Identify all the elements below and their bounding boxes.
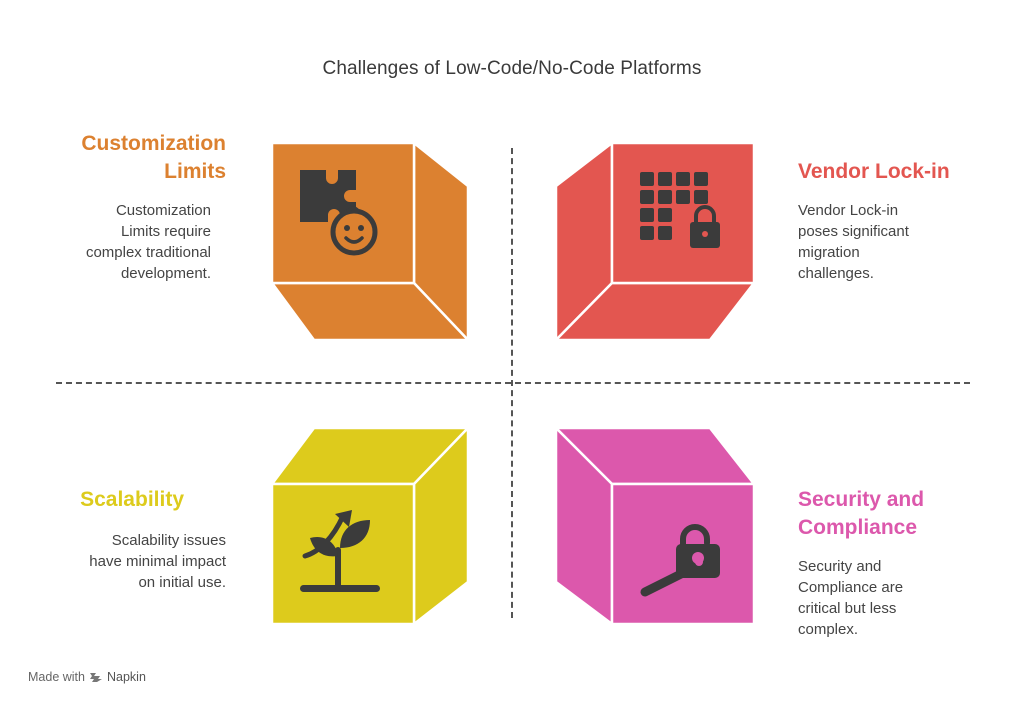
scalability-desc-line: on initial use. bbox=[138, 574, 226, 591]
security-desc-line: critical but less bbox=[798, 600, 897, 617]
customization-cube bbox=[270, 141, 470, 342]
customization-heading-line2: Limits bbox=[164, 160, 226, 183]
grid-lock-icon bbox=[640, 172, 720, 248]
vendor-desc-line: Vendor Lock-in bbox=[798, 202, 899, 219]
security-cube bbox=[554, 426, 756, 626]
customization-desc-line: development. bbox=[120, 265, 211, 282]
customization-desc-line: Limits require bbox=[120, 223, 211, 240]
security-heading: Security and Compliance bbox=[798, 486, 998, 542]
customization-description: Customization Limits require complex tra… bbox=[30, 200, 211, 284]
horizontal-divider bbox=[56, 382, 970, 384]
scalability-description: Scalability issues have minimal impact o… bbox=[30, 530, 226, 593]
vendor-desc-line: poses significant bbox=[798, 223, 909, 240]
scalability-desc-line: have minimal impact bbox=[89, 553, 226, 570]
vendor-lockin-heading: Vendor Lock-in bbox=[798, 160, 950, 183]
napkin-logo-icon bbox=[89, 673, 102, 682]
scalability-desc-line: Scalability issues bbox=[111, 532, 226, 549]
customization-desc-line: Customization bbox=[115, 202, 211, 219]
security-desc-line: Compliance are bbox=[798, 579, 904, 596]
vendor-desc-line: migration bbox=[798, 244, 860, 261]
scalability-cube bbox=[270, 426, 470, 626]
customization-heading: Customization Limits bbox=[40, 130, 226, 186]
scalability-heading: Scalability bbox=[80, 488, 184, 511]
puzzle-baby-icon bbox=[300, 170, 378, 256]
footer-brand: Napkin bbox=[106, 670, 146, 684]
security-desc-line: complex. bbox=[798, 621, 859, 638]
unlocked-padlock-key-icon bbox=[640, 524, 720, 597]
footer-made-with: Made with bbox=[28, 670, 85, 684]
security-description: Security and Compliance are critical but… bbox=[798, 556, 998, 640]
security-desc-line: Security and bbox=[798, 558, 882, 575]
customization-heading-line1: Customization bbox=[81, 132, 226, 155]
footer-attribution: Made with Napkin bbox=[28, 670, 146, 684]
security-heading-line1: Security and bbox=[798, 488, 925, 511]
customization-desc-line: complex traditional bbox=[85, 244, 211, 261]
vendor-desc-line: challenges. bbox=[798, 265, 874, 282]
diagram-title: Challenges of Low-Code/No-Code Platforms bbox=[322, 58, 702, 79]
plant-growth-icon bbox=[300, 510, 380, 592]
vendor-lockin-cube bbox=[554, 141, 756, 342]
vendor-lockin-description: Vendor Lock-in poses significant migrati… bbox=[798, 200, 998, 284]
security-heading-line2: Compliance bbox=[798, 516, 918, 539]
